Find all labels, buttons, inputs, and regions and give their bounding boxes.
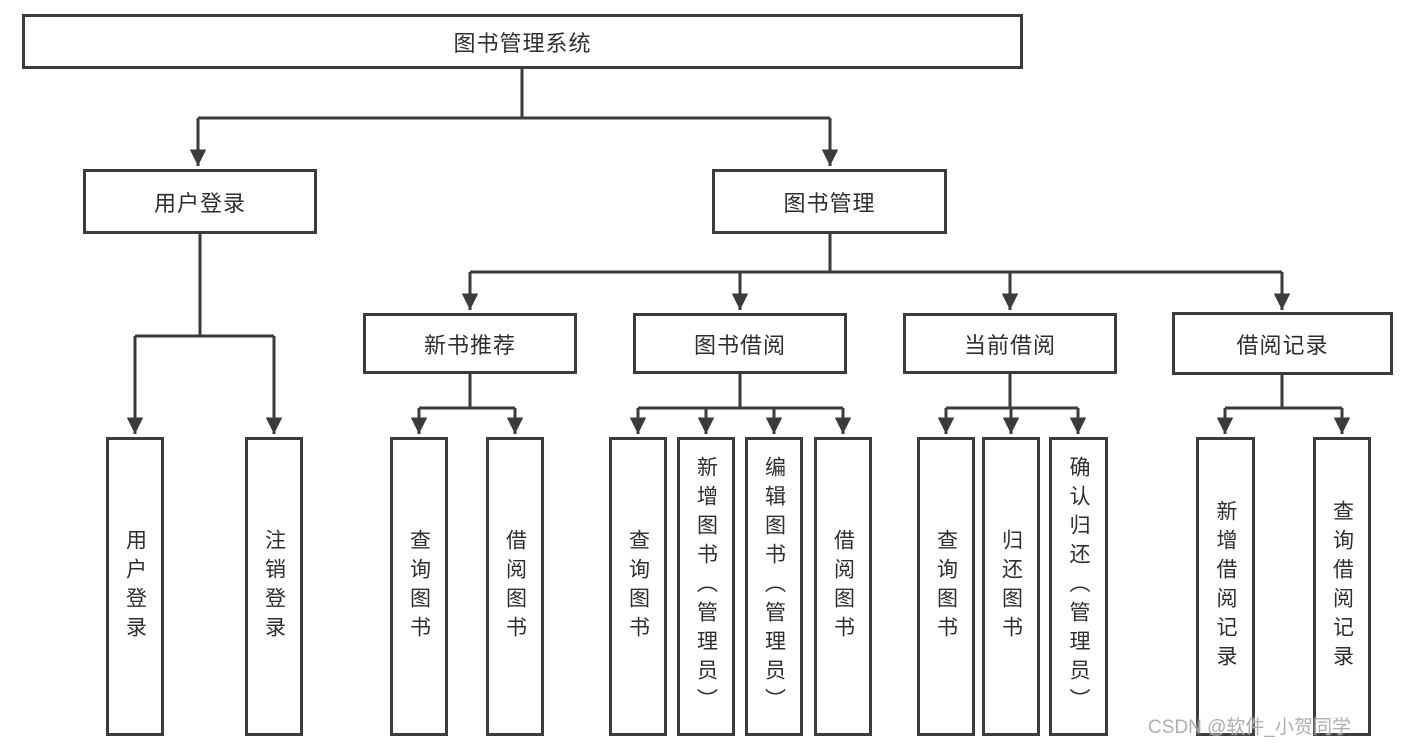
leaf-confirm-return-admin: 确认归还（管理员）	[1049, 437, 1108, 736]
leaf-query-books-2-label: 查询图书	[626, 528, 650, 645]
node-library-system: 图书管理系统	[22, 14, 1023, 69]
leaf-add-borrow-record: 新增借阅记录	[1196, 437, 1255, 736]
leaf-add-books-admin: 新增图书（管理员）	[677, 437, 735, 736]
leaf-borrow-books-1: 借阅图书	[486, 437, 544, 736]
node-current-borrowing: 当前借阅	[903, 313, 1117, 374]
leaf-borrow-books-2: 借阅图书	[814, 437, 872, 736]
leaf-borrow-books-1-label: 借阅图书	[503, 528, 527, 645]
connector-current-borrow-split	[937, 374, 1087, 434]
leaf-query-books-1-label: 查询图书	[407, 528, 431, 645]
node-user-login: 用户登录	[83, 169, 317, 234]
leaf-add-borrow-record-label: 新增借阅记录	[1214, 499, 1237, 674]
watermark: CSDN @软件_小贺同学	[1148, 717, 1351, 738]
leaf-edit-books-admin: 编辑图书（管理员）	[745, 437, 803, 736]
node-book-management: 图书管理	[712, 169, 947, 234]
leaf-query-borrow-record-label: 查询借阅记录	[1330, 499, 1354, 674]
node-new-book-recommend-label: 新书推荐	[423, 332, 516, 358]
leaf-add-books-admin-label: 新增图书（管理员）	[694, 456, 718, 717]
connector-borrow-records-split	[1216, 375, 1351, 434]
node-current-borrowing-label: 当前借阅	[963, 332, 1056, 358]
leaf-edit-books-admin-label: 编辑图书（管理员）	[762, 456, 786, 717]
node-user-login-label: 用户登录	[153, 190, 246, 216]
connector-book-mgmt-split	[461, 234, 1291, 310]
leaf-query-borrow-record: 查询借阅记录	[1313, 437, 1371, 736]
node-book-borrowing-label: 图书借阅	[693, 332, 786, 358]
leaf-logout-label: 注销登录	[262, 528, 286, 645]
leaf-borrow-books-2-label: 借阅图书	[831, 528, 855, 645]
leaf-confirm-return-admin-label: 确认归还（管理员）	[1067, 456, 1090, 717]
leaf-query-books-1: 查询图书	[390, 437, 448, 736]
node-borrow-records-label: 借阅记录	[1236, 332, 1329, 358]
leaf-logout: 注销登录	[245, 437, 303, 736]
node-new-book-recommend: 新书推荐	[363, 313, 577, 374]
leaf-query-books-3: 查询图书	[917, 437, 975, 736]
node-book-borrowing: 图书借阅	[633, 313, 847, 374]
leaf-query-books-3-label: 查询图书	[934, 528, 958, 645]
leaf-user-login-label: 用户登录	[123, 528, 147, 645]
leaf-user-login: 用户登录	[106, 437, 164, 736]
leaf-return-books: 归还图书	[982, 437, 1040, 736]
leaf-return-books-label: 归还图书	[999, 528, 1023, 645]
node-borrow-records: 借阅记录	[1172, 312, 1393, 375]
connector-book-borrow-split	[629, 374, 852, 434]
node-library-system-label: 图书管理系统	[453, 30, 592, 56]
node-book-management-label: 图书管理	[783, 190, 876, 216]
connector-root-split	[189, 69, 839, 166]
connector-new-book-split	[410, 374, 524, 434]
connector-user-login-split	[126, 234, 283, 434]
leaf-query-books-2: 查询图书	[609, 437, 667, 736]
